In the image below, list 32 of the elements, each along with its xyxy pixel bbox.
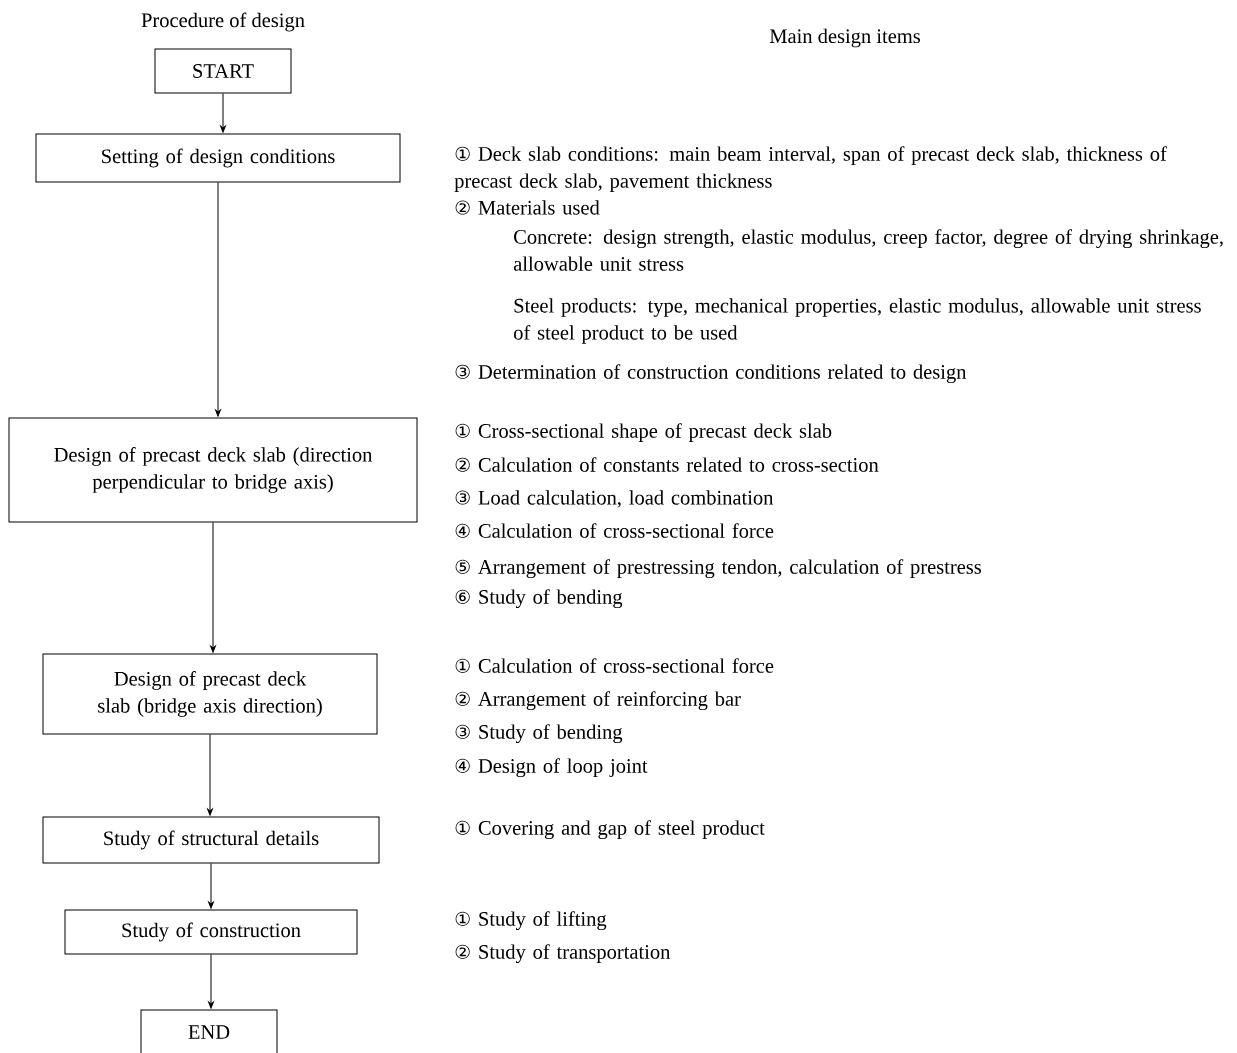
list-item: ① Deck slab conditions: main beam interval, span of precast deck slab, thickness of precast deck slab, pavement thickness (454, 146, 1167, 192)
list-item: ① Covering and gap of steel product (455, 820, 765, 840)
process-box: Design of precast deck slab (direction perpendicular to bridge axis) (8, 417, 418, 523)
list-item: ① Cross-sectional shape of precast deck slab (455, 423, 832, 442)
arrow (208, 863, 214, 909)
arrow (220, 93, 226, 133)
process-box: Study of structural details (42, 816, 380, 864)
arrow (207, 734, 213, 816)
list-item: ③ Determination of construction conditions related to design (455, 364, 967, 384)
list-item: ② Study of transportation (455, 944, 671, 964)
list-item: ② Materials used (455, 200, 600, 215)
list-item: ③ Study of bending (455, 724, 623, 744)
process-box: Design of precast deck slab (bridge axis direction) (42, 653, 378, 735)
list-item: ① Study of lifting (455, 911, 607, 931)
arrow (208, 954, 214, 1009)
list-item: ③ Load calculation, load combination (455, 490, 774, 508)
heading: Main design items (769, 28, 920, 48)
list-item: ④ Design of loop joint (455, 758, 648, 778)
process-box: START (154, 48, 292, 94)
list-item: Steel products: type, mechanical properties, elastic modulus, allowable unit stress of steel product to be used (514, 298, 1201, 344)
arrow (215, 182, 221, 417)
process-box: Study of construction (64, 909, 358, 955)
list-item: Concrete: design strength, elastic modulus, creep factor, degree of drying shrinkage, allowable unit stress (513, 229, 1223, 271)
list-item: ② Arrangement of reinforcing bar (455, 691, 741, 711)
list-item: ⑤ Arrangement of prestressing tendon, calculation of prestress (455, 559, 982, 579)
list-item: ④ Calculation of cross-sectional force (455, 523, 774, 538)
list-item: ① Calculation of cross-sectional force (455, 658, 774, 673)
process-box: Setting of design conditions (35, 133, 401, 183)
list-item: ⑥ Study of bending (455, 589, 623, 609)
list-item: ② Calculation of constants related to cross-section (455, 457, 879, 472)
process-box: END (140, 1009, 278, 1053)
arrow (210, 522, 216, 653)
